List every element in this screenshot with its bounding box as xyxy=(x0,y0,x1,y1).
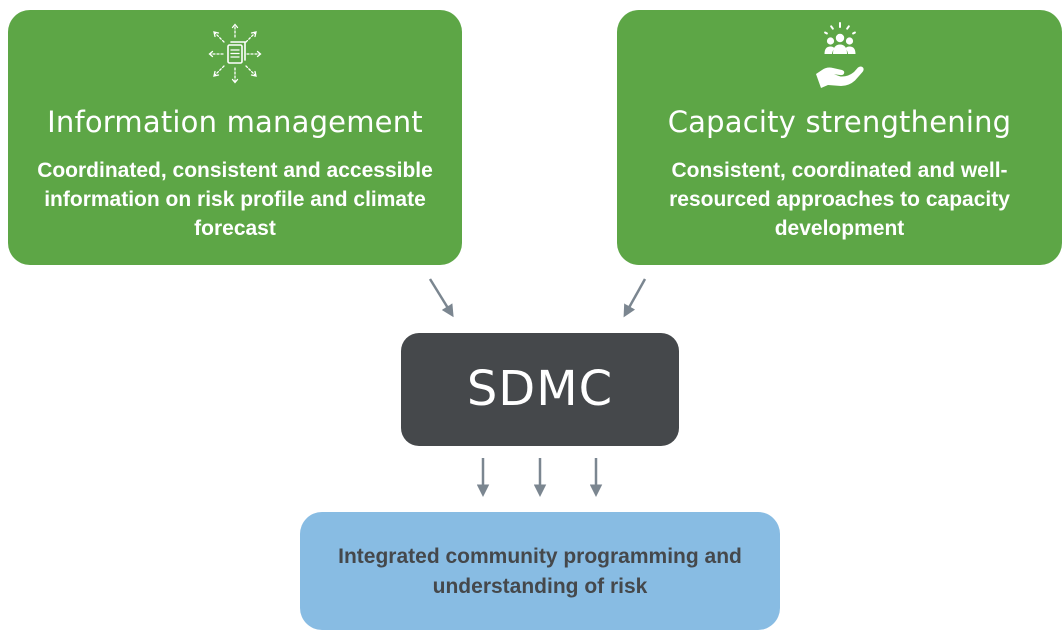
sdmc-label: SDMC xyxy=(466,361,614,417)
capacity-strengthening-title: Capacity strengthening xyxy=(667,105,1012,139)
hand-people-icon xyxy=(815,22,864,88)
outcome-box: Integrated community programming and und… xyxy=(300,512,780,630)
arrow-info-to-sdmc xyxy=(428,278,454,318)
sdmc-box: SDMC xyxy=(401,333,679,446)
information-management-description: Coordinated, consistent and accessible i… xyxy=(37,159,433,240)
capacity-strengthening-box: Capacity strengthening Consistent, coord… xyxy=(617,10,1062,265)
outcome-description: Integrated community programming and und… xyxy=(338,545,742,598)
information-management-title: Information management xyxy=(47,105,423,139)
arrow-capacity-to-sdmc xyxy=(623,278,647,318)
document-share-icon xyxy=(208,23,262,84)
information-management-box: Information management Coordinated, cons… xyxy=(8,10,462,265)
capacity-strengthening-description: Consistent, coordinated and well-resourc… xyxy=(669,159,1010,240)
